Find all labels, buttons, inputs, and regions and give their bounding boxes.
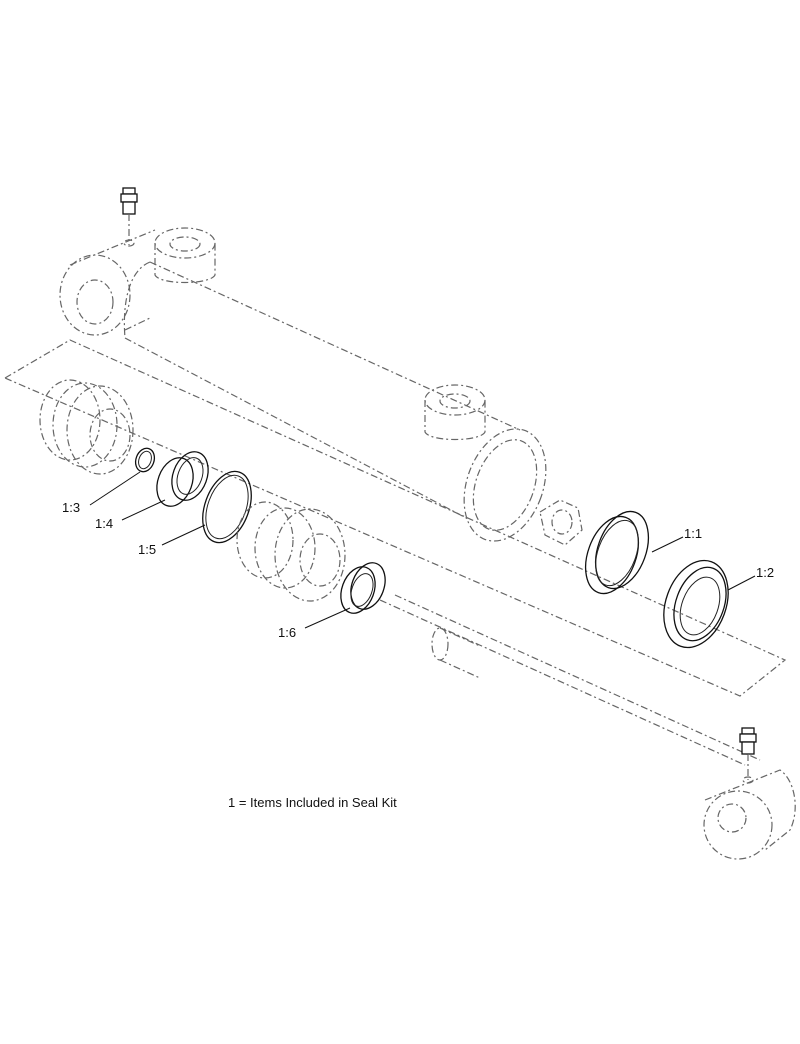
leader-1-1 (651, 536, 684, 553)
leader-1-5 (161, 524, 206, 546)
callout-1-3: 1:3 (62, 500, 80, 515)
leader-1-4 (121, 499, 166, 521)
piston-rod (379, 594, 761, 766)
callout-1-2: 1:2 (756, 565, 774, 580)
rod-end-clevis (703, 769, 796, 860)
callout-1-5: 1:5 (138, 542, 156, 557)
seal-1-3 (134, 447, 156, 473)
hex-nut (539, 499, 583, 546)
callout-1-6: 1:6 (278, 625, 296, 640)
seal-kit-legend: 1 = Items Included in Seal Kit (228, 795, 397, 810)
piston-left (39, 379, 134, 475)
callout-1-4: 1:4 (95, 516, 113, 531)
seal-1-2 (663, 559, 729, 649)
grease-fitting-bottom (739, 727, 757, 784)
seal-1-4 (156, 451, 209, 507)
leader-1-3 (89, 471, 141, 506)
grease-fitting-top (120, 187, 138, 247)
seal-1-5 (202, 470, 252, 544)
cylinder-barrel (59, 227, 547, 542)
piston-right (236, 501, 346, 602)
seal-1-6 (340, 562, 386, 614)
seal-kit-outline (3, 339, 787, 697)
leader-1-6 (304, 607, 351, 629)
leader-1-2 (727, 575, 756, 591)
callout-1-1: 1:1 (684, 526, 702, 541)
seal-1-1 (584, 510, 650, 595)
